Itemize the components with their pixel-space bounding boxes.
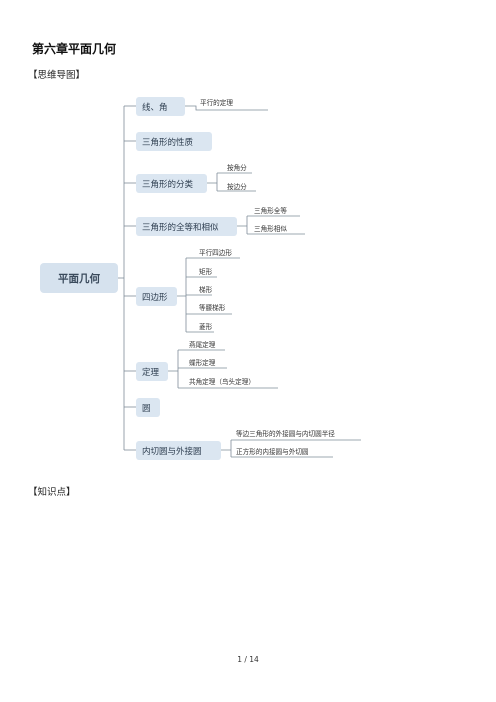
leaf-swallowtail-theorem: 燕尾定理 [189, 341, 216, 349]
branch-theorems: 定理 [136, 362, 168, 381]
knowledge-heading: 【知识点】 [28, 487, 76, 498]
leaf-parallelogram: 平行四边形 [199, 249, 232, 257]
page-number: 1 / 14 [237, 655, 259, 664]
chapter-title: 第六章平面几何 [32, 42, 117, 56]
leaf-by-side: 按边分 [227, 183, 247, 191]
leaf-similar: 三角形相似 [254, 225, 287, 233]
mindmap-heading: 【思维导图】 [28, 70, 86, 81]
branch-triangle-properties: 三角形的性质 [136, 132, 212, 151]
leaf-isosceles-trapezoid: 等腰梯形 [199, 304, 226, 312]
leaf-congruent: 三角形全等 [254, 207, 287, 215]
leaf-parallel-theorem: 平行的定理 [200, 99, 233, 107]
leaf-square-circles: 正方形的内接圆与外切圆 [236, 448, 309, 456]
branch-circle: 圆 [136, 398, 160, 417]
branch-lines-angles: 线、角 [136, 97, 185, 116]
leaf-rectangle: 矩形 [199, 268, 213, 276]
mindmap-root: 平面几何 [40, 263, 118, 293]
leaf-common-angle-theorem: 共角定理（鸟头定理） [189, 378, 255, 386]
leaf-rhombus: 菱形 [199, 323, 213, 331]
leaf-trapezoid: 梯形 [199, 286, 213, 294]
leaf-equilateral-radius: 等边三角形的外接圆与内切圆半径 [236, 430, 335, 438]
branch-congruence-similarity: 三角形的全等和相似 [136, 217, 237, 236]
leaf-butterfly-theorem: 蝶形定理 [189, 359, 216, 367]
leaf-by-angle: 按角分 [227, 164, 247, 172]
branch-triangle-classification: 三角形的分类 [136, 174, 207, 193]
branch-quadrilateral: 四边形 [136, 287, 177, 306]
branch-inscribed-circumscribed: 内切圆与外接圆 [136, 441, 221, 460]
